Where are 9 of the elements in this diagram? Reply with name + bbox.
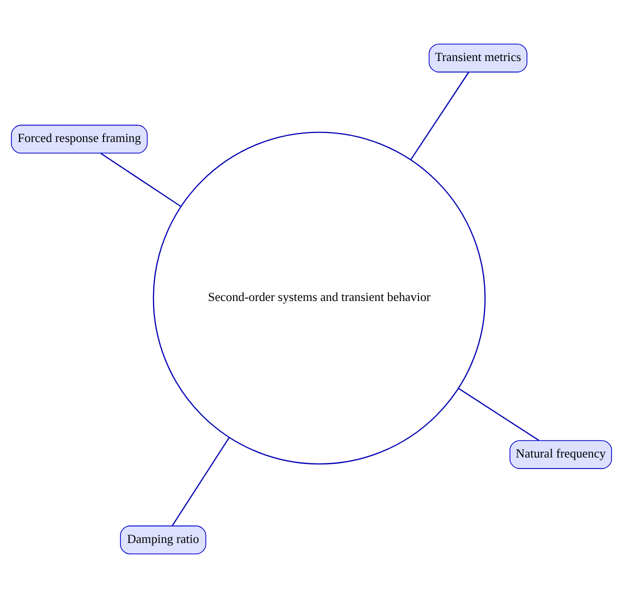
node-box: Transient metrics — [428, 44, 528, 72]
node-box: Natural frequency — [510, 440, 612, 469]
node-circle: Second-order systems and transient behavior — [152, 132, 486, 464]
connector — [172, 437, 230, 526]
connector — [410, 72, 470, 160]
node-box: Forced response framing — [10, 124, 148, 154]
node-box: Damping ratio — [120, 526, 206, 554]
connector — [458, 388, 540, 441]
connector — [100, 152, 182, 207]
